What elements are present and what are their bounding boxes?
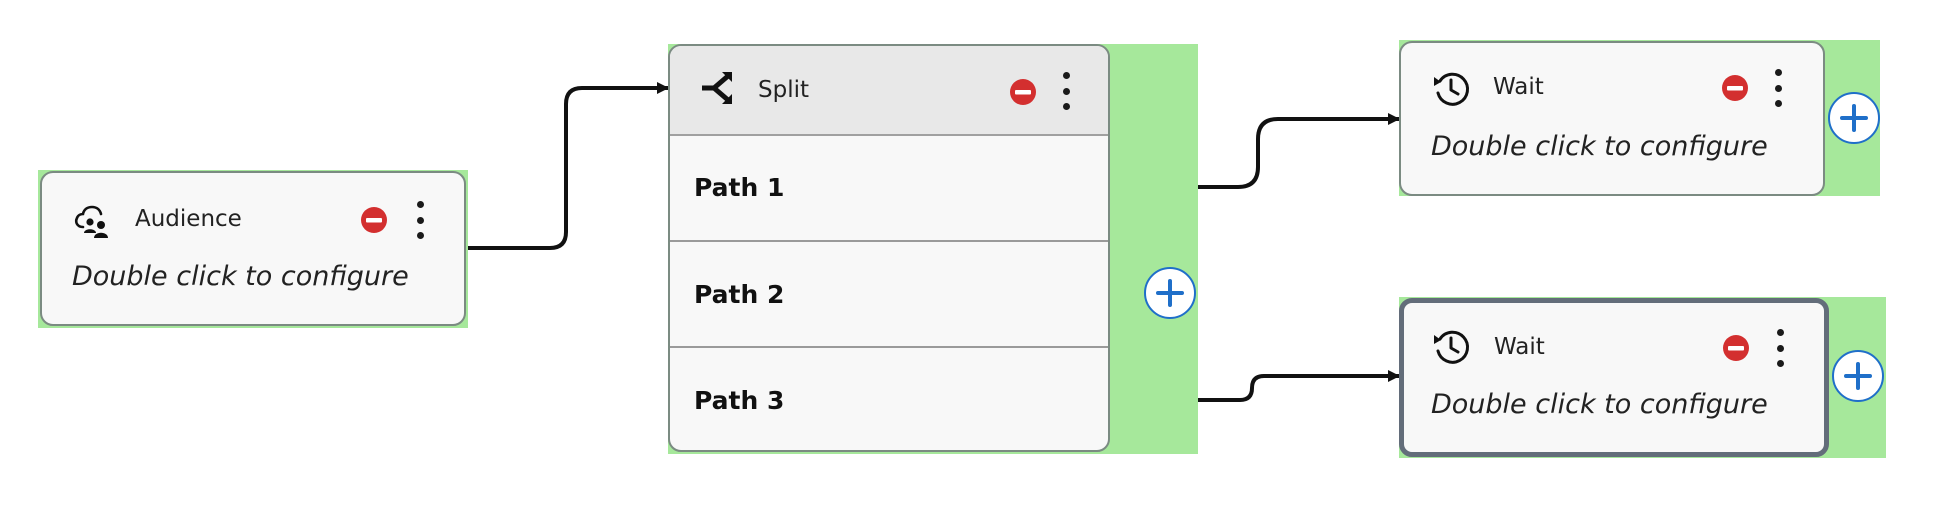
- connector-path3-wait: [1196, 370, 1400, 402]
- clock-refresh-icon: [1431, 69, 1471, 109]
- status-error-icon: [1721, 74, 1749, 102]
- node-hint: Double click to configure: [1431, 131, 1768, 162]
- path-row-2[interactable]: Path 2: [670, 240, 1108, 346]
- path-row-1[interactable]: Path 1: [694, 172, 785, 202]
- plus-icon: [1844, 362, 1872, 390]
- more-options-icon[interactable]: [1055, 68, 1077, 114]
- node-hint: Double click to configure: [72, 261, 409, 292]
- node-hint: Double click to configure: [1431, 389, 1768, 420]
- node-title: Split: [758, 77, 809, 103]
- more-options-icon[interactable]: [409, 197, 431, 243]
- node-title: Wait: [1493, 74, 1544, 100]
- plus-icon: [1840, 104, 1868, 132]
- node-title: Audience: [135, 206, 242, 232]
- more-options-icon[interactable]: [1767, 65, 1789, 111]
- status-error-icon: [1722, 334, 1750, 362]
- status-error-icon: [1009, 78, 1037, 106]
- status-error-icon: [360, 206, 388, 234]
- wait-node-header: Wait: [1404, 303, 1824, 397]
- split-node[interactable]: Split Path 1 Path 2 Path 3: [668, 44, 1110, 452]
- plus-icon: [1156, 279, 1184, 307]
- path-row-3[interactable]: Path 3: [670, 346, 1108, 452]
- split-node-header: Split: [670, 46, 1108, 136]
- audience-node[interactable]: Audience Double click to configure: [40, 171, 466, 326]
- connector-path1-wait: [1196, 113, 1400, 189]
- clock-refresh-icon: [1431, 327, 1471, 367]
- wait-node-top[interactable]: Wait Double click to configure: [1399, 41, 1825, 196]
- node-title: Wait: [1494, 334, 1545, 360]
- split-icon: [698, 68, 738, 108]
- wait-node-header: Wait: [1401, 43, 1823, 137]
- add-step-button[interactable]: [1828, 92, 1880, 144]
- add-step-button[interactable]: [1144, 267, 1196, 319]
- add-step-button[interactable]: [1832, 350, 1884, 402]
- audience-node-header: Audience: [42, 173, 464, 267]
- connector-audience-split: [466, 82, 669, 250]
- audience-cloud-icon: [72, 200, 112, 240]
- more-options-icon[interactable]: [1769, 325, 1791, 371]
- wait-node-bottom[interactable]: Wait Double click to configure: [1399, 298, 1829, 457]
